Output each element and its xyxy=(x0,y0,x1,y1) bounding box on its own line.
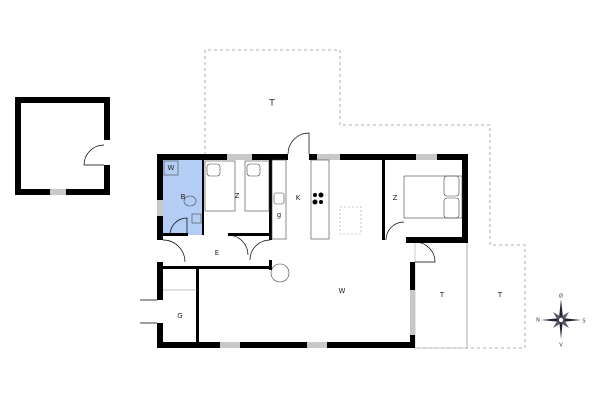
shed-door xyxy=(83,144,105,166)
cooktop xyxy=(312,192,324,205)
terrace-outline xyxy=(204,49,526,349)
room-label-washer: W xyxy=(168,164,175,172)
room-label-terrace-covered: T xyxy=(439,291,445,299)
bathroom-fill xyxy=(163,160,203,235)
interior-walls xyxy=(163,160,385,348)
room-label-bedroom-1: Z xyxy=(235,192,240,200)
room-label-kitchen-unit: g xyxy=(277,211,281,219)
room-label-terrace-top: T xyxy=(268,99,275,109)
compass-north: N xyxy=(536,318,540,324)
room-label-kitchen: K xyxy=(296,194,301,202)
room-label-terrace-right: T xyxy=(497,291,503,299)
shed-window xyxy=(50,189,66,195)
room-label-storage: G xyxy=(177,312,182,320)
shed xyxy=(15,97,110,195)
compass-west: V xyxy=(559,343,563,349)
furniture xyxy=(163,159,463,283)
room-label-entrance: E xyxy=(215,249,219,257)
compass-south: S xyxy=(582,319,585,325)
room-label-bathroom: B xyxy=(181,193,186,201)
compass-east: Ø xyxy=(559,293,563,300)
compass-rose-icon: Ø N S V xyxy=(536,293,585,349)
doors xyxy=(140,132,436,324)
room-label-bedroom-2: Z xyxy=(393,194,398,202)
room-label-living: W xyxy=(339,287,346,295)
windows xyxy=(157,154,437,348)
